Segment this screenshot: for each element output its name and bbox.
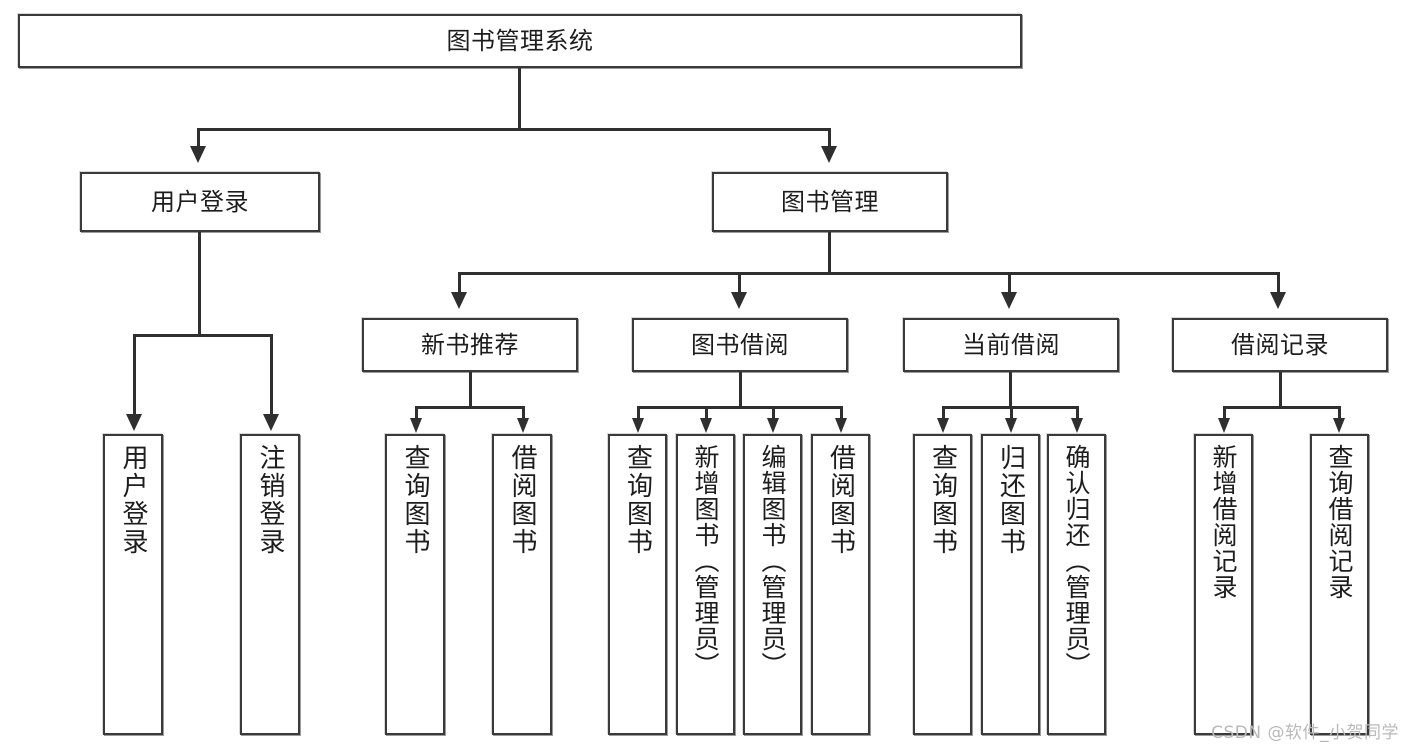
arrow-to-leaf-query-record <box>1333 418 1345 433</box>
node-label: 图书管理 <box>781 187 879 216</box>
connector-root-bar <box>197 128 831 131</box>
node-label: 编辑图书（管理员） <box>758 444 787 678</box>
arrow-to-leaf-add-book <box>700 418 712 433</box>
connector-bb-drop-2 <box>705 406 708 420</box>
connector-cb-drop-3 <box>1076 406 1079 420</box>
node-label: 归还图书 <box>995 444 1026 556</box>
node-leaf-query-book-3[interactable]: 查询图书 <box>913 434 972 735</box>
arrow-to-leaf-return-book <box>1005 418 1017 433</box>
node-new-book-recommend[interactable]: 新书推荐 <box>362 318 578 372</box>
connector-book-management-stem <box>828 232 831 274</box>
connector-nbr-stem <box>469 372 472 408</box>
arrow-to-leaf-logout <box>263 414 279 431</box>
connector-book-management-bar <box>458 272 1280 275</box>
connector-bm-drop-3 <box>1008 272 1011 294</box>
arrow-to-user-login <box>190 146 206 163</box>
node-leaf-query-book-2[interactable]: 查询图书 <box>608 434 667 735</box>
connector-cb-drop-1 <box>942 406 945 420</box>
node-leaf-user-login[interactable]: 用户登录 <box>103 434 163 735</box>
node-label: 用户登录 <box>118 444 148 556</box>
node-leaf-query-record[interactable]: 查询借阅记录 <box>1310 434 1369 735</box>
arrow-to-leaf-query-book-1 <box>410 418 422 433</box>
node-label: 借阅图书 <box>825 444 856 556</box>
connector-bm-drop-4 <box>1277 272 1280 294</box>
connector-cb-drop-2 <box>1010 406 1013 420</box>
arrow-to-leaf-add-record <box>1218 418 1230 433</box>
node-label: 查询借阅记录 <box>1325 444 1354 600</box>
arrow-to-leaf-query-book-3 <box>937 418 949 433</box>
connector-root-drop-right <box>828 128 831 148</box>
node-label: 图书管理系统 <box>446 26 594 55</box>
arrow-to-leaf-confirm-return <box>1071 418 1083 433</box>
connector-bb-drop-3 <box>772 406 775 420</box>
connector-bm-drop-1 <box>458 272 461 294</box>
arrow-to-book-management <box>821 146 837 163</box>
node-label: 用户登录 <box>151 187 249 216</box>
node-book-management[interactable]: 图书管理 <box>712 172 948 232</box>
connector-user-login-stem <box>198 232 201 336</box>
node-leaf-edit-book[interactable]: 编辑图书（管理员） <box>743 434 802 735</box>
node-current-borrow[interactable]: 当前借阅 <box>903 318 1119 372</box>
connector-bb-drop-1 <box>637 406 640 420</box>
arrow-to-new-book-recommend <box>451 292 467 309</box>
arrow-to-current-borrow <box>1001 292 1017 309</box>
node-label: 查询图书 <box>927 444 958 556</box>
connector-br-drop-1 <box>1223 406 1226 420</box>
arrow-to-borrow-record <box>1270 292 1286 309</box>
arrow-to-leaf-borrow-book-2 <box>835 418 847 433</box>
arrow-to-leaf-user-login <box>126 414 142 431</box>
node-label: 图书借阅 <box>691 330 789 359</box>
node-label: 注销登录 <box>255 444 285 556</box>
arrow-to-leaf-borrow-book-1 <box>517 418 529 433</box>
node-leaf-borrow-book-2[interactable]: 借阅图书 <box>811 434 870 735</box>
connector-bb-stem <box>739 372 742 408</box>
node-book-borrow[interactable]: 图书借阅 <box>632 318 848 372</box>
connector-br-stem <box>1279 372 1282 408</box>
node-label: 当前借阅 <box>962 330 1060 359</box>
arrow-to-leaf-query-book-2 <box>632 418 644 433</box>
node-leaf-add-record[interactable]: 新增借阅记录 <box>1194 434 1253 735</box>
node-leaf-borrow-book-1[interactable]: 借阅图书 <box>492 434 552 735</box>
node-leaf-add-book[interactable]: 新增图书（管理员） <box>676 434 735 735</box>
connector-cb-stem <box>1009 372 1012 408</box>
node-label: 借阅记录 <box>1231 330 1329 359</box>
node-label: 查询图书 <box>400 444 430 556</box>
node-leaf-return-book[interactable]: 归还图书 <box>981 434 1040 735</box>
connector-root-drop-left <box>197 128 200 148</box>
node-user-login[interactable]: 用户登录 <box>80 172 320 232</box>
connector-user-login-bar <box>133 334 273 337</box>
node-leaf-confirm-return[interactable]: 确认归还（管理员） <box>1047 434 1106 735</box>
node-label: 借阅图书 <box>507 444 537 556</box>
node-leaf-logout[interactable]: 注销登录 <box>240 434 300 735</box>
node-label: 新增借阅记录 <box>1209 444 1238 600</box>
connector-nbr-bar <box>415 406 525 409</box>
connector-bb-drop-4 <box>840 406 843 420</box>
node-borrow-record[interactable]: 借阅记录 <box>1172 318 1388 372</box>
arrow-to-leaf-edit-book <box>767 418 779 433</box>
connector-br-bar <box>1223 406 1341 409</box>
node-leaf-query-book-1[interactable]: 查询图书 <box>385 434 445 735</box>
connector-bm-drop-2 <box>738 272 741 294</box>
node-label: 新增图书（管理员） <box>691 444 720 678</box>
node-root-system[interactable]: 图书管理系统 <box>18 14 1022 68</box>
connector-root-stem <box>518 68 521 130</box>
connector-bb-bar <box>637 406 843 409</box>
connector-nbr-drop-2 <box>522 406 525 420</box>
connector-br-drop-2 <box>1338 406 1341 420</box>
node-label: 查询图书 <box>622 444 653 556</box>
node-label: 新书推荐 <box>421 330 519 359</box>
connector-nbr-drop-1 <box>415 406 418 420</box>
connector-user-login-drop-1 <box>133 334 136 416</box>
arrow-to-book-borrow <box>731 292 747 309</box>
connector-user-login-drop-2 <box>270 334 273 416</box>
node-label: 确认归还（管理员） <box>1062 444 1091 678</box>
